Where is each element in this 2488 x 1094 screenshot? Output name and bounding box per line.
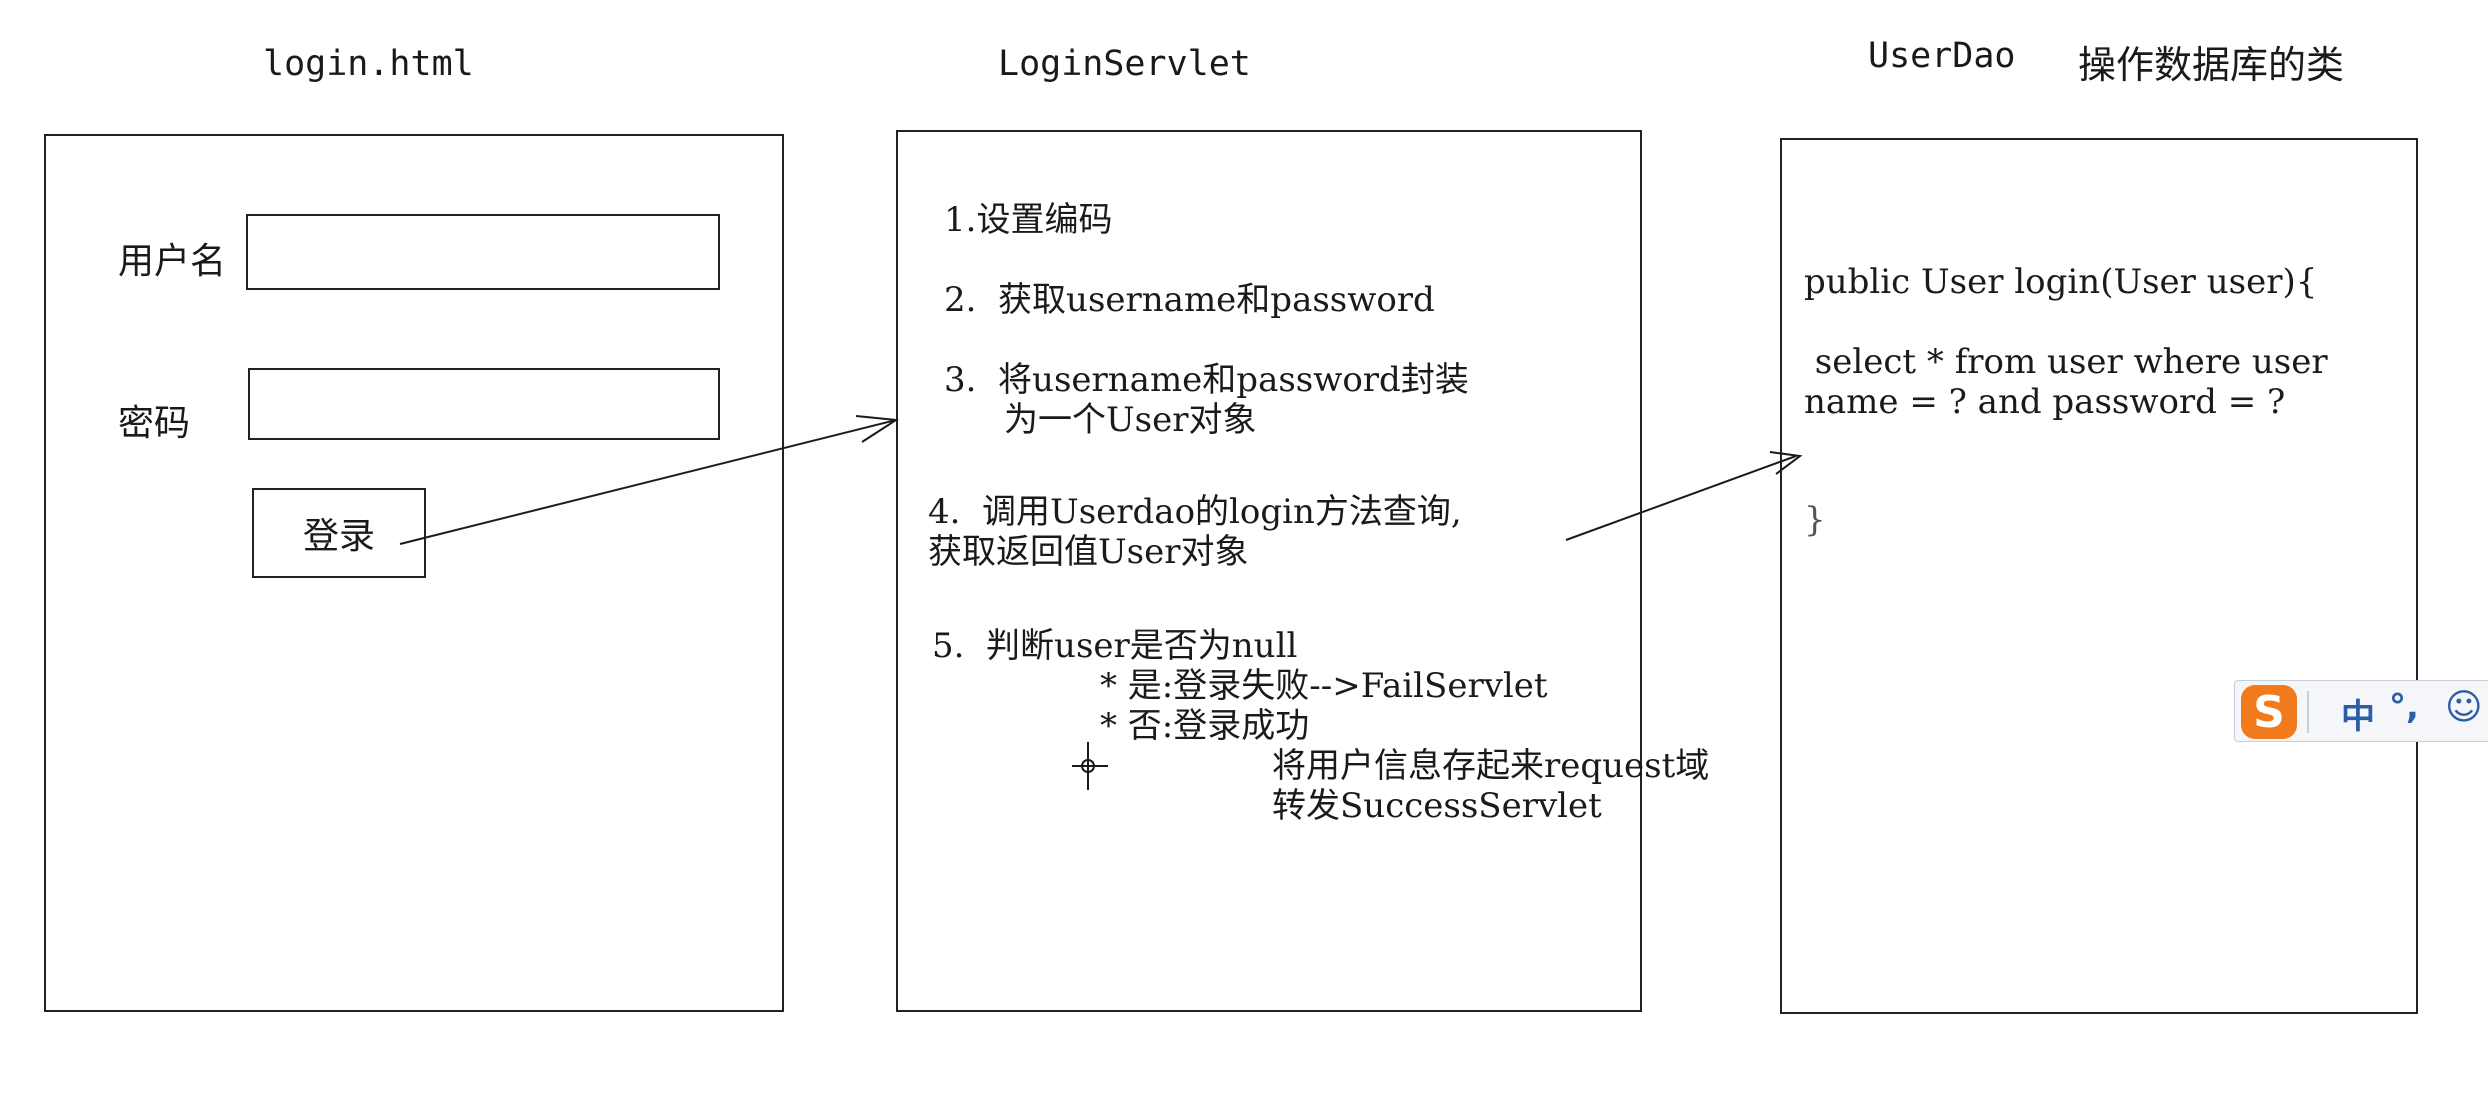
sogou-logo-icon[interactable]: S bbox=[2241, 685, 2297, 739]
user-dao-title: UserDao bbox=[1868, 36, 2016, 76]
user-dao-description: 操作数据库的类 bbox=[2078, 43, 2345, 87]
password-label: 密码 bbox=[118, 403, 191, 444]
user-dao-panel bbox=[1780, 138, 2418, 1014]
arrowhead-servlet-icon bbox=[855, 415, 899, 443]
step-4-text: 4. 调用Userdao的login方法查询, bbox=[928, 492, 1462, 532]
step-5-yes-branch: * 是:登录失败-->FailServlet bbox=[1100, 666, 1548, 706]
step-5-store-request: 将用户信息存起来request域 bbox=[1272, 746, 1710, 786]
arrow-servlet-to-dao bbox=[1565, 455, 1797, 541]
step-4-continuation: 获取返回值User对象 bbox=[928, 532, 1249, 572]
username-label: 用户名 bbox=[118, 241, 227, 282]
username-input[interactable] bbox=[246, 214, 720, 290]
login-button[interactable]: 登录 bbox=[252, 488, 426, 578]
dao-sql-line-1: select * from user where user bbox=[1804, 342, 2328, 382]
login-servlet-panel bbox=[896, 130, 1642, 1012]
ime-toolbar[interactable]: S 中 °, ☺ bbox=[2234, 680, 2488, 742]
ime-emoji-icon[interactable]: ☺ bbox=[2445, 687, 2483, 728]
login-html-title: login.html bbox=[263, 44, 474, 84]
step-3-text: 3. 将username和password封装 bbox=[944, 360, 1469, 400]
step-1-text: 1.设置编码 bbox=[944, 200, 1113, 240]
ime-divider bbox=[2307, 691, 2309, 733]
login-servlet-title: LoginServlet bbox=[998, 44, 1251, 84]
dao-sql-line-2: name = ? and password = ? bbox=[1804, 382, 2286, 422]
password-input[interactable] bbox=[248, 368, 720, 440]
crosshair-cursor-icon bbox=[1072, 742, 1108, 790]
step-5-text: 5. 判断user是否为null bbox=[932, 626, 1298, 666]
dao-closing-brace: } bbox=[1804, 500, 1826, 540]
arrow-login-to-servlet bbox=[399, 419, 897, 545]
ime-chinese-mode-button[interactable]: 中 bbox=[2341, 697, 2375, 737]
step-5-no-branch: * 否:登录成功 bbox=[1100, 706, 1310, 746]
step-3-continuation: 为一个User对象 bbox=[1004, 400, 1257, 440]
step-5-forward-success: 转发SuccessServlet bbox=[1272, 786, 1602, 826]
dao-method-signature: public User login(User user){ bbox=[1804, 262, 2318, 302]
arrowhead-dao-icon bbox=[1769, 451, 1803, 475]
ime-punctuation-button[interactable]: °, bbox=[2389, 687, 2419, 727]
step-2-text: 2. 获取username和password bbox=[944, 280, 1435, 320]
